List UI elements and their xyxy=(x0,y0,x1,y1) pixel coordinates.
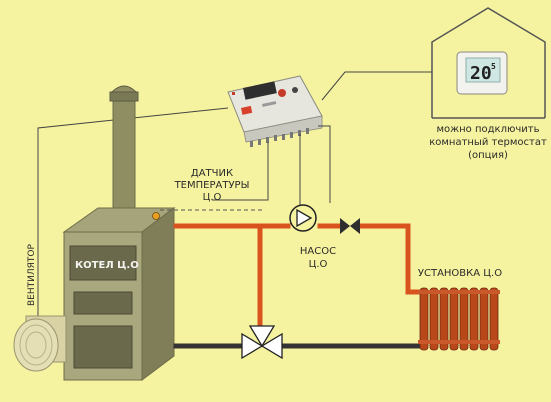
thermostat-note-line1: можно подключить xyxy=(436,124,539,135)
check-valve xyxy=(340,218,360,234)
house-outline xyxy=(431,7,546,119)
pump-label: НАСОС Ц.О xyxy=(300,246,336,270)
controller-unit xyxy=(227,75,323,147)
thermostat-display-value: 20 xyxy=(470,63,492,84)
temperature-sensor-dot xyxy=(152,212,160,220)
wires xyxy=(37,71,432,330)
boiler: КОТЕЛ Ц.О xyxy=(62,207,176,381)
radiator xyxy=(418,287,500,351)
pump-label-line1: НАСОС xyxy=(300,246,336,257)
thermostat-note-line3: (опция) xyxy=(468,150,508,161)
thermostat-note: можно подключить комнатный термостат (оп… xyxy=(429,124,547,161)
thermostat-note-line2: комнатный термостат xyxy=(429,137,547,148)
pump xyxy=(289,204,317,232)
sensor-label-line3: Ц.О xyxy=(203,192,222,203)
fan: ВЕНТИЛЯТОР xyxy=(13,244,67,372)
mixing-valve xyxy=(241,325,283,360)
boiler-label: КОТЕЛ Ц.О xyxy=(75,260,139,271)
installation-label: УСТАНОВКА Ц.О xyxy=(418,268,502,279)
supply-pipe xyxy=(173,223,423,333)
room-thermostat: 20 5 xyxy=(456,51,508,95)
sensor-label-line2: ТЕМПЕРАТУРЫ xyxy=(174,180,250,191)
thermostat-display-decimal: 5 xyxy=(491,62,496,71)
chimney xyxy=(109,85,139,223)
sensor-label-line1: ДАТЧИК xyxy=(191,168,233,179)
fan-label: ВЕНТИЛЯТОР xyxy=(27,244,37,306)
sensor-label: ДАТЧИК ТЕМПЕРАТУРЫ Ц.О xyxy=(174,168,250,203)
pump-label-line2: Ц.О xyxy=(309,259,328,270)
